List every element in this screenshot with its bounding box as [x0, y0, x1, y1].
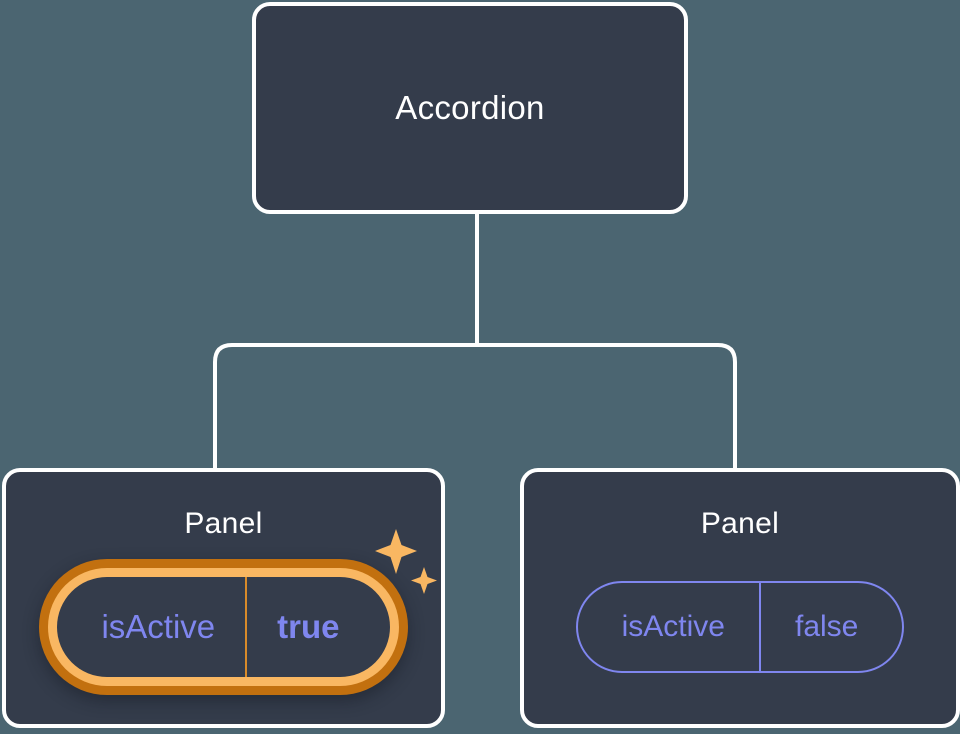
node-panel-active[interactable]: Panel isActive true — [2, 468, 445, 728]
prop-key-isactive: isActive — [621, 610, 725, 643]
prop-pill-active[interactable]: isActive true — [39, 559, 408, 695]
prop-value-true: true — [245, 577, 389, 677]
node-accordion-title: Accordion — [395, 89, 545, 126]
prop-pill-inactive[interactable]: isActive false — [575, 581, 905, 673]
sparkle-small-icon — [410, 567, 437, 594]
node-panel-inactive[interactable]: Panel isActive false — [520, 468, 960, 728]
prop-pill-active-wrap: isActive true — [39, 529, 437, 695]
prop-pill-active-ring: isActive true — [48, 568, 399, 686]
prop-key-isactive: isActive — [101, 608, 216, 645]
node-panel-active-title: Panel — [184, 507, 263, 540]
node-accordion[interactable]: Accordion — [252, 2, 688, 214]
connector-branch-bar — [213, 343, 737, 470]
prop-value-false: false — [758, 583, 902, 671]
sparkle-large-icon — [374, 529, 417, 574]
node-panel-inactive-title: Panel — [700, 507, 780, 540]
prop-pill-active-core: isActive true — [57, 577, 390, 677]
prop-pill-inactive-wrap: isActive false — [575, 581, 905, 673]
